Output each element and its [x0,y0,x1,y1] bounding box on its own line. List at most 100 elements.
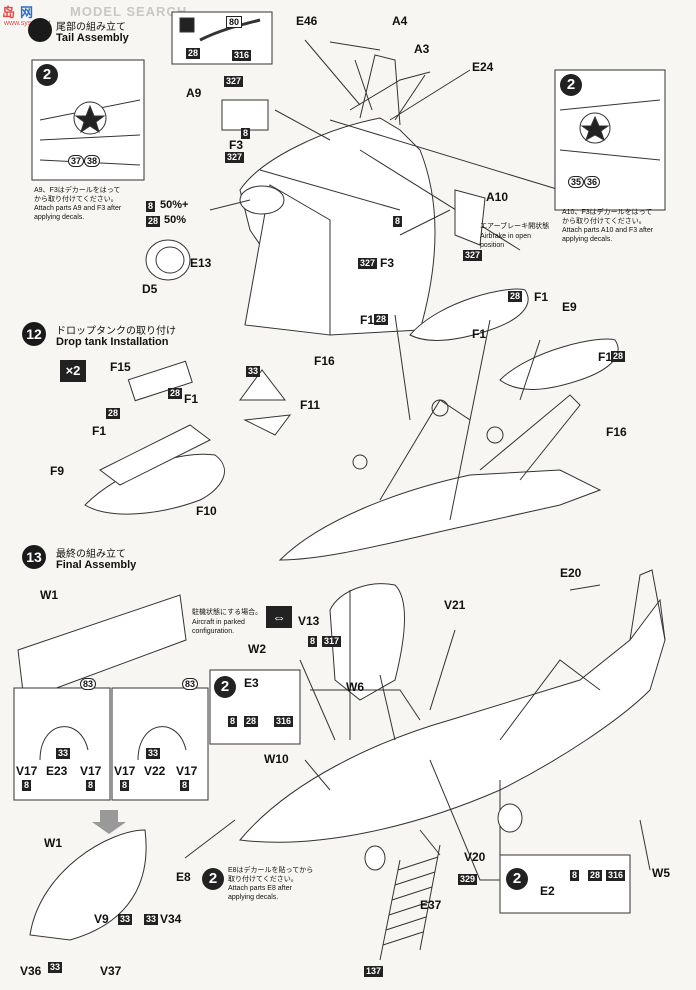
part-v37: V37 [100,964,122,978]
part-a3: A3 [414,42,430,56]
parked-en: Aircraft in parked configuration. [192,619,245,635]
code-327-f3r: 327 [358,258,378,269]
code-8-e2: 8 [570,870,580,881]
code-33-v34: 33 [144,914,159,925]
code-327-a10: 327 [463,250,483,261]
code-28-dt-b: 28 [106,408,121,419]
part-w1-top: W1 [40,588,58,602]
code-28-top: 28 [186,48,201,59]
part-v22: V22 [144,764,166,778]
watermark-url: www.sysao.net [4,20,51,27]
code-28-mix: 28 [146,216,161,227]
part-e8: E8 [176,870,191,884]
code-317: 317 [322,636,342,647]
mix-line-1: 50%+ [160,199,189,211]
code-28-dt-e: 28 [611,351,626,362]
multiplier-badge: ×2 [60,360,86,382]
part-e24: E24 [472,60,494,74]
part-f10: F10 [196,504,217,518]
part-v21: V21 [444,598,466,612]
part-f11: F11 [300,398,321,412]
part-f3-right: F3 [380,256,395,270]
part-f1-f: F1 [598,350,613,364]
part-f1-c: F1 [360,313,375,327]
part-f3-left: F3 [229,138,244,152]
decal-37: 37 [68,155,85,167]
part-e23: E23 [46,764,68,778]
part-w5: W5 [652,866,670,880]
part-v17-a: V17 [16,764,38,778]
two-badge-tail-left: 2 [36,64,58,86]
decal-83-right: 83 [182,678,199,690]
two-badge-e8: 2 [202,868,224,890]
code-327-a9: 327 [224,76,244,87]
code-316-top: 316 [232,50,252,61]
decal-38: 38 [84,155,101,167]
decal-35: 35 [568,176,585,188]
code-8-v13: 8 [308,636,318,647]
step-12-badge: 12 [22,322,46,346]
part-f16-left: F16 [314,354,335,368]
code-316-e3: 316 [274,716,294,727]
code-33-dt: 33 [246,366,261,377]
part-v17-b: V17 [80,764,102,778]
code-8-right: 8 [393,216,403,227]
part-f1-a: F1 [184,392,199,406]
drop-tank-title-en: Drop tank Installation [56,336,169,348]
parked-jp: 駐機状態にする場合。 [192,609,263,616]
final-title-en: Final Assembly [56,559,137,571]
code-28-e2: 28 [588,870,603,881]
part-v17-d: V17 [176,764,198,778]
code-316-e2: 316 [606,870,626,881]
two-badge-tail-right: 2 [560,74,582,96]
note-tail-right: A10、F3はデカールをはって から取り付けてください。 Attach part… [562,209,654,243]
code-80: 80 [226,16,243,28]
parked-arrow-icon: ⇔ [266,606,292,628]
two-badge-e2: 2 [506,868,528,890]
part-w1-bottom: W1 [44,836,62,850]
part-v13: V13 [298,614,320,628]
code-8-left: 8 [241,128,251,139]
part-f16-right: F16 [606,425,627,439]
part-v20: V20 [464,850,486,864]
part-f1-b: F1 [92,424,107,438]
part-f15: F15 [110,360,131,374]
part-w2: W2 [248,642,266,656]
tail-title-en: Tail Assembly [56,32,129,44]
final-title-jp: 最終の組み立て [56,549,126,560]
part-v34: V34 [160,912,182,926]
code-8-e3: 8 [228,716,238,727]
code-8-mix: 8 [146,201,156,212]
part-w10: W10 [264,752,289,766]
step-13-badge: 13 [22,545,46,569]
part-w6: W6 [346,680,364,694]
part-e13: E13 [190,256,212,270]
code-28-dt-c: 28 [374,314,389,325]
part-e46: E46 [296,14,318,28]
mix-line-2: 50% [164,214,187,226]
part-f1-e: F1 [472,327,487,341]
part-e2: E2 [540,884,555,898]
decal-36: 36 [584,176,601,188]
code-327-f3: 327 [225,152,245,163]
decal-83-left: 83 [80,678,97,690]
code-33-v9: 33 [118,914,133,925]
code-8-v17c: 8 [120,780,130,791]
code-8-v17a: 8 [22,780,32,791]
part-v36: V36 [20,964,42,978]
tail-title-jp: 尾部の組み立て [56,22,126,33]
part-f1-d: F1 [534,290,549,304]
code-33-v22: 33 [146,748,161,759]
code-28-e3: 28 [244,716,259,727]
code-8-v17b: 8 [86,780,96,791]
part-d5: D5 [142,282,158,296]
code-8-v17d: 8 [180,780,190,791]
watermark-cn2: 网 [20,5,35,20]
code-28-dt-d: 28 [508,291,523,302]
part-v17-c: V17 [114,764,136,778]
part-a4: A4 [392,14,408,28]
part-e3: E3 [244,676,259,690]
two-badge-e3: 2 [214,676,236,698]
part-e20: E20 [560,566,582,580]
